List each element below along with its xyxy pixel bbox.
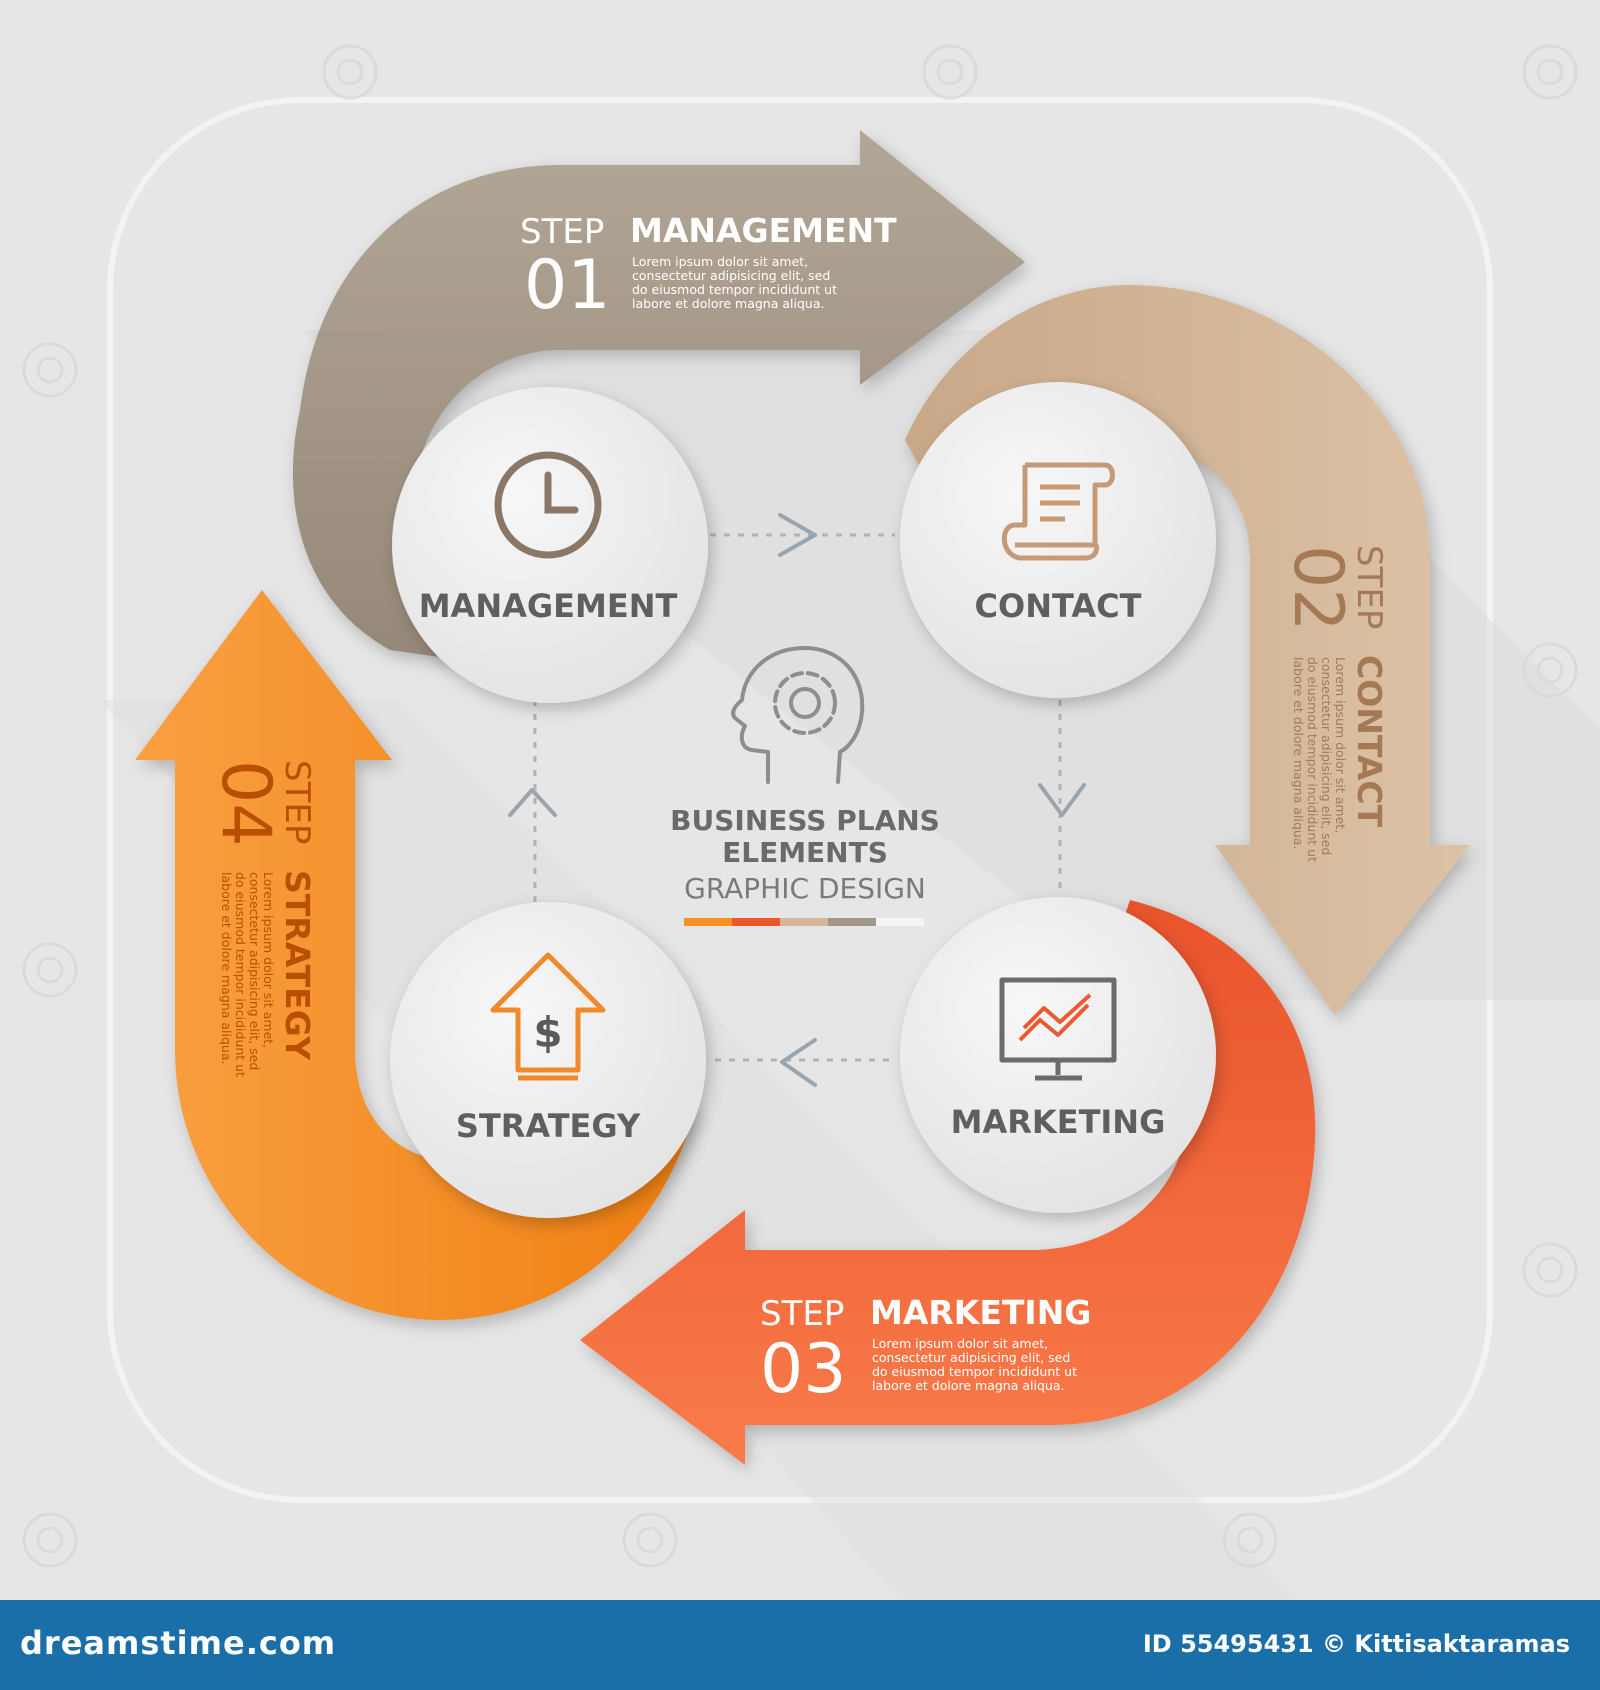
step-description-line: do eiusmod tempor incididunt ut [872, 1364, 1077, 1379]
center-title-line1: BUSINESS PLANS [670, 804, 940, 837]
connector-chevrons [508, 513, 1086, 1087]
arrow-step-contact [905, 285, 1470, 1015]
step-title: CONTACT [1350, 655, 1389, 828]
arrow-shape [905, 285, 1470, 1015]
step-word: STEP [520, 212, 604, 252]
step-title: MANAGEMENT [630, 211, 897, 250]
watermark-pattern [22, 44, 1578, 1568]
step-text-management: STEP MANAGEMENT 01 Lorem ipsum dolor sit… [520, 211, 897, 325]
step-text-contact: STEP CONTACT 02 Lorem ipsum dolor sit am… [1278, 545, 1389, 862]
step-word: STEP [277, 760, 317, 844]
dashed-connectors [533, 533, 1062, 1062]
center-title-line2: ELEMENTS [722, 836, 888, 869]
trend-line-icon [1018, 993, 1092, 1042]
circle-strategy: $ STRATEGY [390, 902, 706, 1218]
arrow-shape [580, 900, 1316, 1465]
circle-contact: CONTACT [900, 382, 1216, 698]
head-gear-icon [731, 646, 865, 784]
step-text-marketing: STEP MARKETING 03 Lorem ipsum dolor sit … [760, 1293, 1091, 1409]
step-description-line: labore et dolore magna aliqua. [219, 872, 234, 1064]
step-description-line: Lorem ipsum dolor sit amet, [632, 254, 808, 269]
arrow-step-management [292, 130, 1025, 660]
step-description-line: consectetur adipisicing elit, sed [1319, 657, 1334, 855]
step-description-line: labore et dolore magna aliqua. [632, 296, 824, 311]
color-bar-segment [684, 918, 732, 926]
circle-label-management: MANAGEMENT [419, 587, 678, 625]
step-description-line: Lorem ipsum dolor sit amet, [261, 872, 276, 1048]
step-description-line: consectetur adipisicing elit, sed [247, 872, 262, 1070]
chevron-down-icon [1038, 783, 1086, 817]
step-description-line: labore et dolore magna aliqua. [1291, 657, 1306, 849]
step-description-line: Lorem ipsum dolor sit amet, [872, 1336, 1048, 1351]
circle-label-contact: CONTACT [975, 587, 1142, 625]
step-description-line: Lorem ipsum dolor sit amet, [1333, 657, 1348, 833]
step-number: 01 [524, 246, 611, 325]
arrow-step-marketing [580, 900, 1316, 1465]
step-text-strategy: STEP STRATEGY 04 Lorem ipsum dolor sit a… [206, 760, 317, 1077]
circle-label-strategy: STRATEGY [456, 1107, 641, 1145]
step-description-line: do eiusmod tempor incididunt ut [632, 282, 837, 297]
step-title: MARKETING [870, 1293, 1091, 1332]
step-number: 04 [206, 760, 285, 847]
cycle-diagram: MANAGEMENT CONTACT MARKETING [22, 44, 1578, 1568]
step-number: 03 [760, 1330, 847, 1409]
color-bar [684, 918, 924, 926]
color-bar-segment [780, 918, 828, 926]
step-word: STEP [1349, 545, 1389, 629]
footer-image-credit: ID 55495431 © Kittisaktaramas [1142, 1630, 1570, 1658]
color-bar-segment [732, 918, 780, 926]
step-description-line: do eiusmod tempor incididunt ut [1305, 657, 1320, 862]
dollar-house-arrow-icon [490, 952, 606, 1081]
step-description-line: consectetur adipisicing elit, sed [632, 268, 830, 283]
center-block: BUSINESS PLANS ELEMENTS GRAPHIC DESIGN [670, 646, 940, 926]
step-description-line: do eiusmod tempor incididunt ut [233, 872, 248, 1077]
monitor-chart-icon [999, 977, 1117, 1081]
color-bar-segment [828, 918, 876, 926]
circle-marketing: MARKETING [900, 897, 1216, 1213]
clock-icon [494, 451, 602, 559]
circle-management: MANAGEMENT [392, 387, 708, 703]
step-number: 02 [1278, 545, 1357, 632]
dollar-icon: $ [533, 1008, 562, 1057]
scroll-document-icon [1001, 462, 1115, 561]
arrow-shape [292, 130, 1025, 660]
footer-bar: dreamstime.com ID 55495431 © Kittisaktar… [0, 1600, 1600, 1690]
circle-label-marketing: MARKETING [951, 1103, 1166, 1141]
background-frame [107, 97, 1493, 1503]
footer-site-name: dreamstime.com [20, 1624, 337, 1662]
step-description-line: consectetur adipisicing elit, sed [872, 1350, 1070, 1365]
step-word: STEP [760, 1294, 844, 1334]
chevron-up-icon [508, 788, 557, 817]
step-title: STRATEGY [278, 870, 317, 1061]
chevron-left-icon [780, 1038, 817, 1087]
center-subtitle: GRAPHIC DESIGN [684, 872, 926, 905]
step-description-line: labore et dolore magna aliqua. [872, 1378, 1064, 1393]
chevron-right-icon [778, 513, 817, 557]
color-bar-segment [876, 918, 924, 926]
